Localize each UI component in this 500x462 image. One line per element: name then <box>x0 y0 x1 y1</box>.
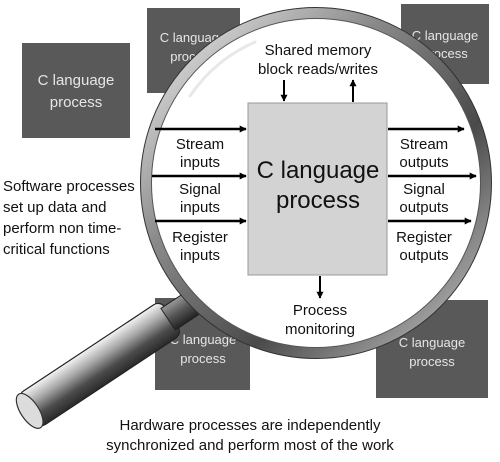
lens-glare <box>188 40 257 98</box>
background-box-shape <box>22 43 130 138</box>
software-caption-line-2: set up data and <box>3 199 107 216</box>
input-ports: Stream inputs Signal inputs Register inp… <box>152 125 247 264</box>
background-box-label-line-1: C language <box>160 30 227 45</box>
background-box-label-line-2: process <box>180 351 226 366</box>
hardware-processes-caption: Hardware processes are independently syn… <box>0 416 500 456</box>
background-box-label-line-1: C language <box>412 28 479 43</box>
signal-input-label-line-2: inputs <box>180 199 220 216</box>
background-box-label-line-1: C language <box>38 72 115 89</box>
process-monitoring-label-line-1: Process <box>293 302 347 319</box>
signal-output-label-line-2: outputs <box>399 199 448 216</box>
background-box-label-line-1: C language <box>399 335 466 350</box>
background-box-label-line-2: process <box>409 354 455 369</box>
background-process-box-1: C language process <box>22 43 130 138</box>
stream-input-label-line-1: Stream <box>176 136 224 153</box>
software-caption-line-1: Software processes <box>3 178 135 195</box>
register-output-label-line-1: Register <box>396 229 452 246</box>
software-caption-line-4: critical functions <box>3 241 110 258</box>
central-process: C language process <box>247 102 388 276</box>
register-input-label-line-1: Register <box>172 229 228 246</box>
register-output-label-line-2: outputs <box>399 247 448 264</box>
central-process-label-line-1: C language <box>257 157 380 184</box>
process-monitoring-label-line-2: monitoring <box>285 321 355 338</box>
software-caption-line-3: perform non time- <box>3 220 122 237</box>
software-processes-caption: Software processes set up data and perfo… <box>3 176 168 260</box>
stream-input-label-line-2: inputs <box>180 154 220 171</box>
process-monitoring-port: Process monitoring <box>285 276 355 338</box>
stream-output-label-line-1: Stream <box>400 136 448 153</box>
output-ports: Stream outputs Signal outputs Register o… <box>388 125 477 264</box>
background-box-label-line-1: C language <box>170 332 237 347</box>
background-box-label-line-2: process <box>50 94 103 111</box>
signal-input-label-line-1: Signal <box>179 181 221 198</box>
shared-memory-label-line-1: Shared memory <box>265 42 372 59</box>
shared-memory-label-line-2: block reads/writes <box>258 61 378 78</box>
central-process-label-line-2: process <box>276 187 360 214</box>
lens-rim <box>140 7 492 359</box>
central-process-box <box>247 102 388 276</box>
handle-end-cap <box>15 392 44 429</box>
background-process-box-5: C language process <box>376 300 488 398</box>
shared-memory-port: Shared memory block reads/writes <box>258 42 378 102</box>
lens-rim-outline <box>140 7 492 359</box>
stream-output-label-line-2: outputs <box>399 154 448 171</box>
signal-output-label-line-1: Signal <box>403 181 445 198</box>
lens-rim-inner-outline <box>151 18 481 348</box>
hardware-caption-line-1: Hardware processes are independently <box>119 417 381 434</box>
hardware-caption-line-2: synchronized and perform most of the wor… <box>106 437 394 454</box>
register-input-label-line-2: inputs <box>180 247 220 264</box>
